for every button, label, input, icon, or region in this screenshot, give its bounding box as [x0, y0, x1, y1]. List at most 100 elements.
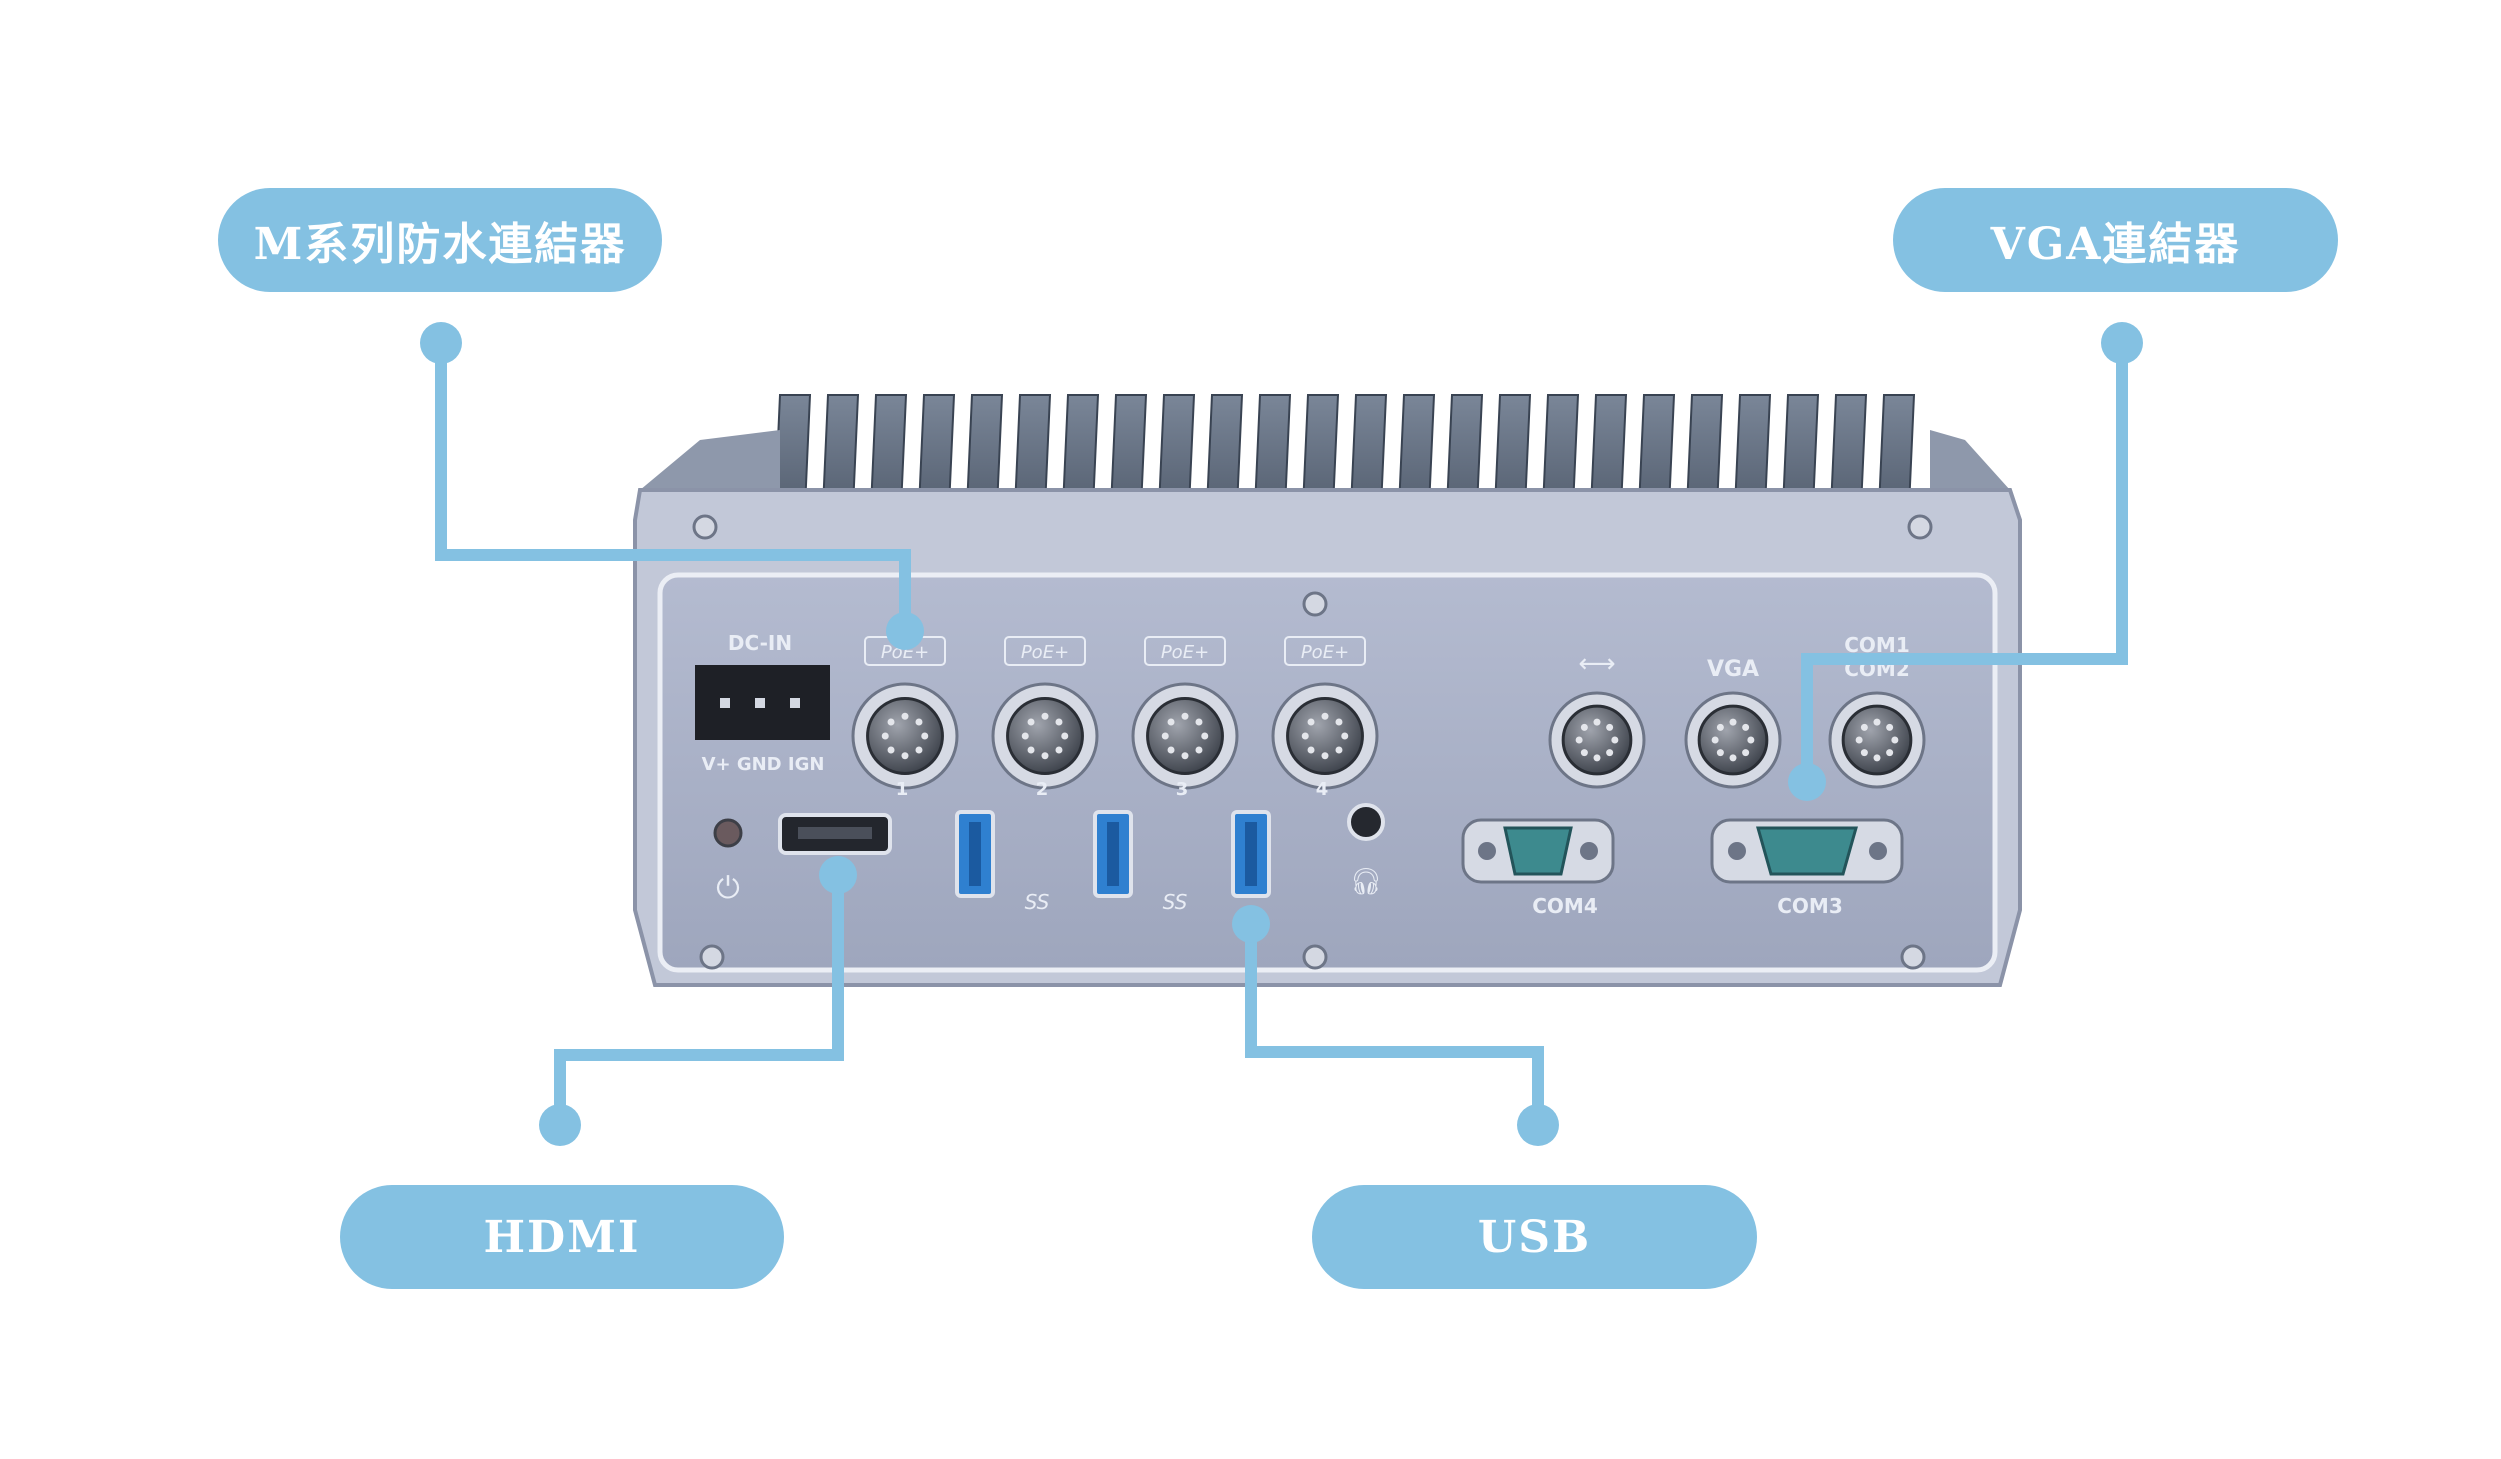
connector-pin [1886, 723, 1894, 731]
m12-connector-body [866, 697, 944, 775]
m12-connector-body [1286, 697, 1364, 775]
connector-pin [1593, 718, 1601, 726]
vga-leader [1801, 343, 2128, 782]
connector-pin [901, 712, 909, 720]
connector-pin [1181, 712, 1189, 720]
vga-label: VGA [1707, 657, 1759, 682]
connector-pin [1307, 718, 1315, 726]
connector-pin [1195, 718, 1203, 726]
com4-db9-port [1461, 818, 1615, 884]
usb-callout: USB [1312, 1185, 1757, 1289]
m12-connector-body [1006, 697, 1084, 775]
terminal-pin [790, 698, 800, 708]
connector-pin [921, 732, 929, 740]
superspeed-label: SS [1025, 890, 1050, 914]
power-icon: ⏻ [716, 871, 740, 906]
m12-connector-body [1561, 704, 1633, 776]
m-series-connector-callout: M系列防水連結器 [218, 188, 662, 292]
m12-connector-body [1146, 697, 1224, 775]
poe-label: PoE+ [1021, 642, 1069, 663]
usb-symbol-icon: ⟷ [1578, 649, 1615, 679]
connector-pin [915, 718, 923, 726]
com3-label: COM3 [1777, 894, 1843, 918]
connector-pin [881, 732, 889, 740]
connector-pin [1061, 732, 1069, 740]
usb3-port-tongue [1245, 822, 1257, 886]
screw-icon [699, 944, 725, 970]
port-number: 4 [1316, 779, 1329, 800]
port-number: 3 [1176, 779, 1189, 800]
connector-pin [1716, 749, 1724, 757]
connector-pin [1341, 732, 1349, 740]
connector-pin [1161, 732, 1169, 740]
screw-icon [1302, 944, 1328, 970]
terminal-pin [720, 698, 730, 708]
poe-badge [1004, 636, 1086, 666]
connector-pin [1335, 746, 1343, 754]
connector-pin [1855, 736, 1863, 744]
connector-pin [1201, 732, 1209, 740]
connector-pin [1860, 723, 1868, 731]
connector-pin [1167, 718, 1175, 726]
power-pin-labels: V+ GND IGN [702, 754, 825, 775]
connector-pin [1860, 749, 1868, 757]
connector-pin [887, 718, 895, 726]
usb3-port-tongue [969, 822, 981, 886]
connector-pin [1307, 746, 1315, 754]
connector-pin [1321, 712, 1329, 720]
terminal-pin [755, 698, 765, 708]
m-series-leader [435, 343, 911, 631]
m12-connector-body [1697, 704, 1769, 776]
screw-icon [692, 514, 718, 540]
m-series-target-dot [886, 612, 924, 650]
connector-pin [1606, 723, 1614, 731]
connector-pin [1021, 732, 1029, 740]
connector-pin [1711, 736, 1719, 744]
connector-pin [1593, 754, 1601, 762]
port-number: 2 [1036, 779, 1049, 800]
connector-pin [1167, 746, 1175, 754]
callout-dots [420, 322, 2143, 1146]
right-connectors [1548, 691, 1926, 789]
connector-pin [1041, 752, 1049, 760]
hdmi-target-dot [819, 856, 857, 894]
connector-pin [1041, 712, 1049, 720]
connector-pin [1747, 736, 1755, 744]
connector-pin [1729, 718, 1737, 726]
connector-pin [1335, 718, 1343, 726]
vga-connector-callout: VGA連結器 [1893, 188, 2338, 292]
connector-pin [1742, 749, 1750, 757]
connector-pin [1321, 752, 1329, 760]
connector-pin [1055, 746, 1063, 754]
connector-pin [1055, 718, 1063, 726]
connector-pin [1891, 736, 1899, 744]
hdmi-leader [554, 875, 844, 1125]
hdmi-port-inner [798, 827, 872, 839]
hdmi-callout: HDMI [340, 1185, 784, 1289]
poe-label: PoE+ [1161, 642, 1209, 663]
dc-in-label: DC-IN [728, 631, 792, 655]
usb-target-dot [1232, 905, 1270, 943]
connector-pin [1886, 749, 1894, 757]
callout-lines [435, 343, 2128, 1125]
usb-dot [1517, 1104, 1559, 1146]
poe-badge [1284, 636, 1366, 666]
screws [692, 514, 1933, 970]
connector-pin [901, 752, 909, 760]
connector-pin [1873, 754, 1881, 762]
connector-pin [1742, 723, 1750, 731]
poe-label: PoE+ [1301, 642, 1349, 663]
connector-pin [1301, 732, 1309, 740]
connector-pin [1606, 749, 1614, 757]
connector-pin [1181, 752, 1189, 760]
screw-icon [1900, 944, 1926, 970]
audio-jack [1347, 803, 1385, 841]
port-number: 1 [896, 779, 909, 800]
connector-pin [1027, 718, 1035, 726]
connector-pin [887, 746, 895, 754]
screw-icon [1907, 514, 1933, 540]
connector-pin [1729, 754, 1737, 762]
vga-dot [2101, 322, 2143, 364]
